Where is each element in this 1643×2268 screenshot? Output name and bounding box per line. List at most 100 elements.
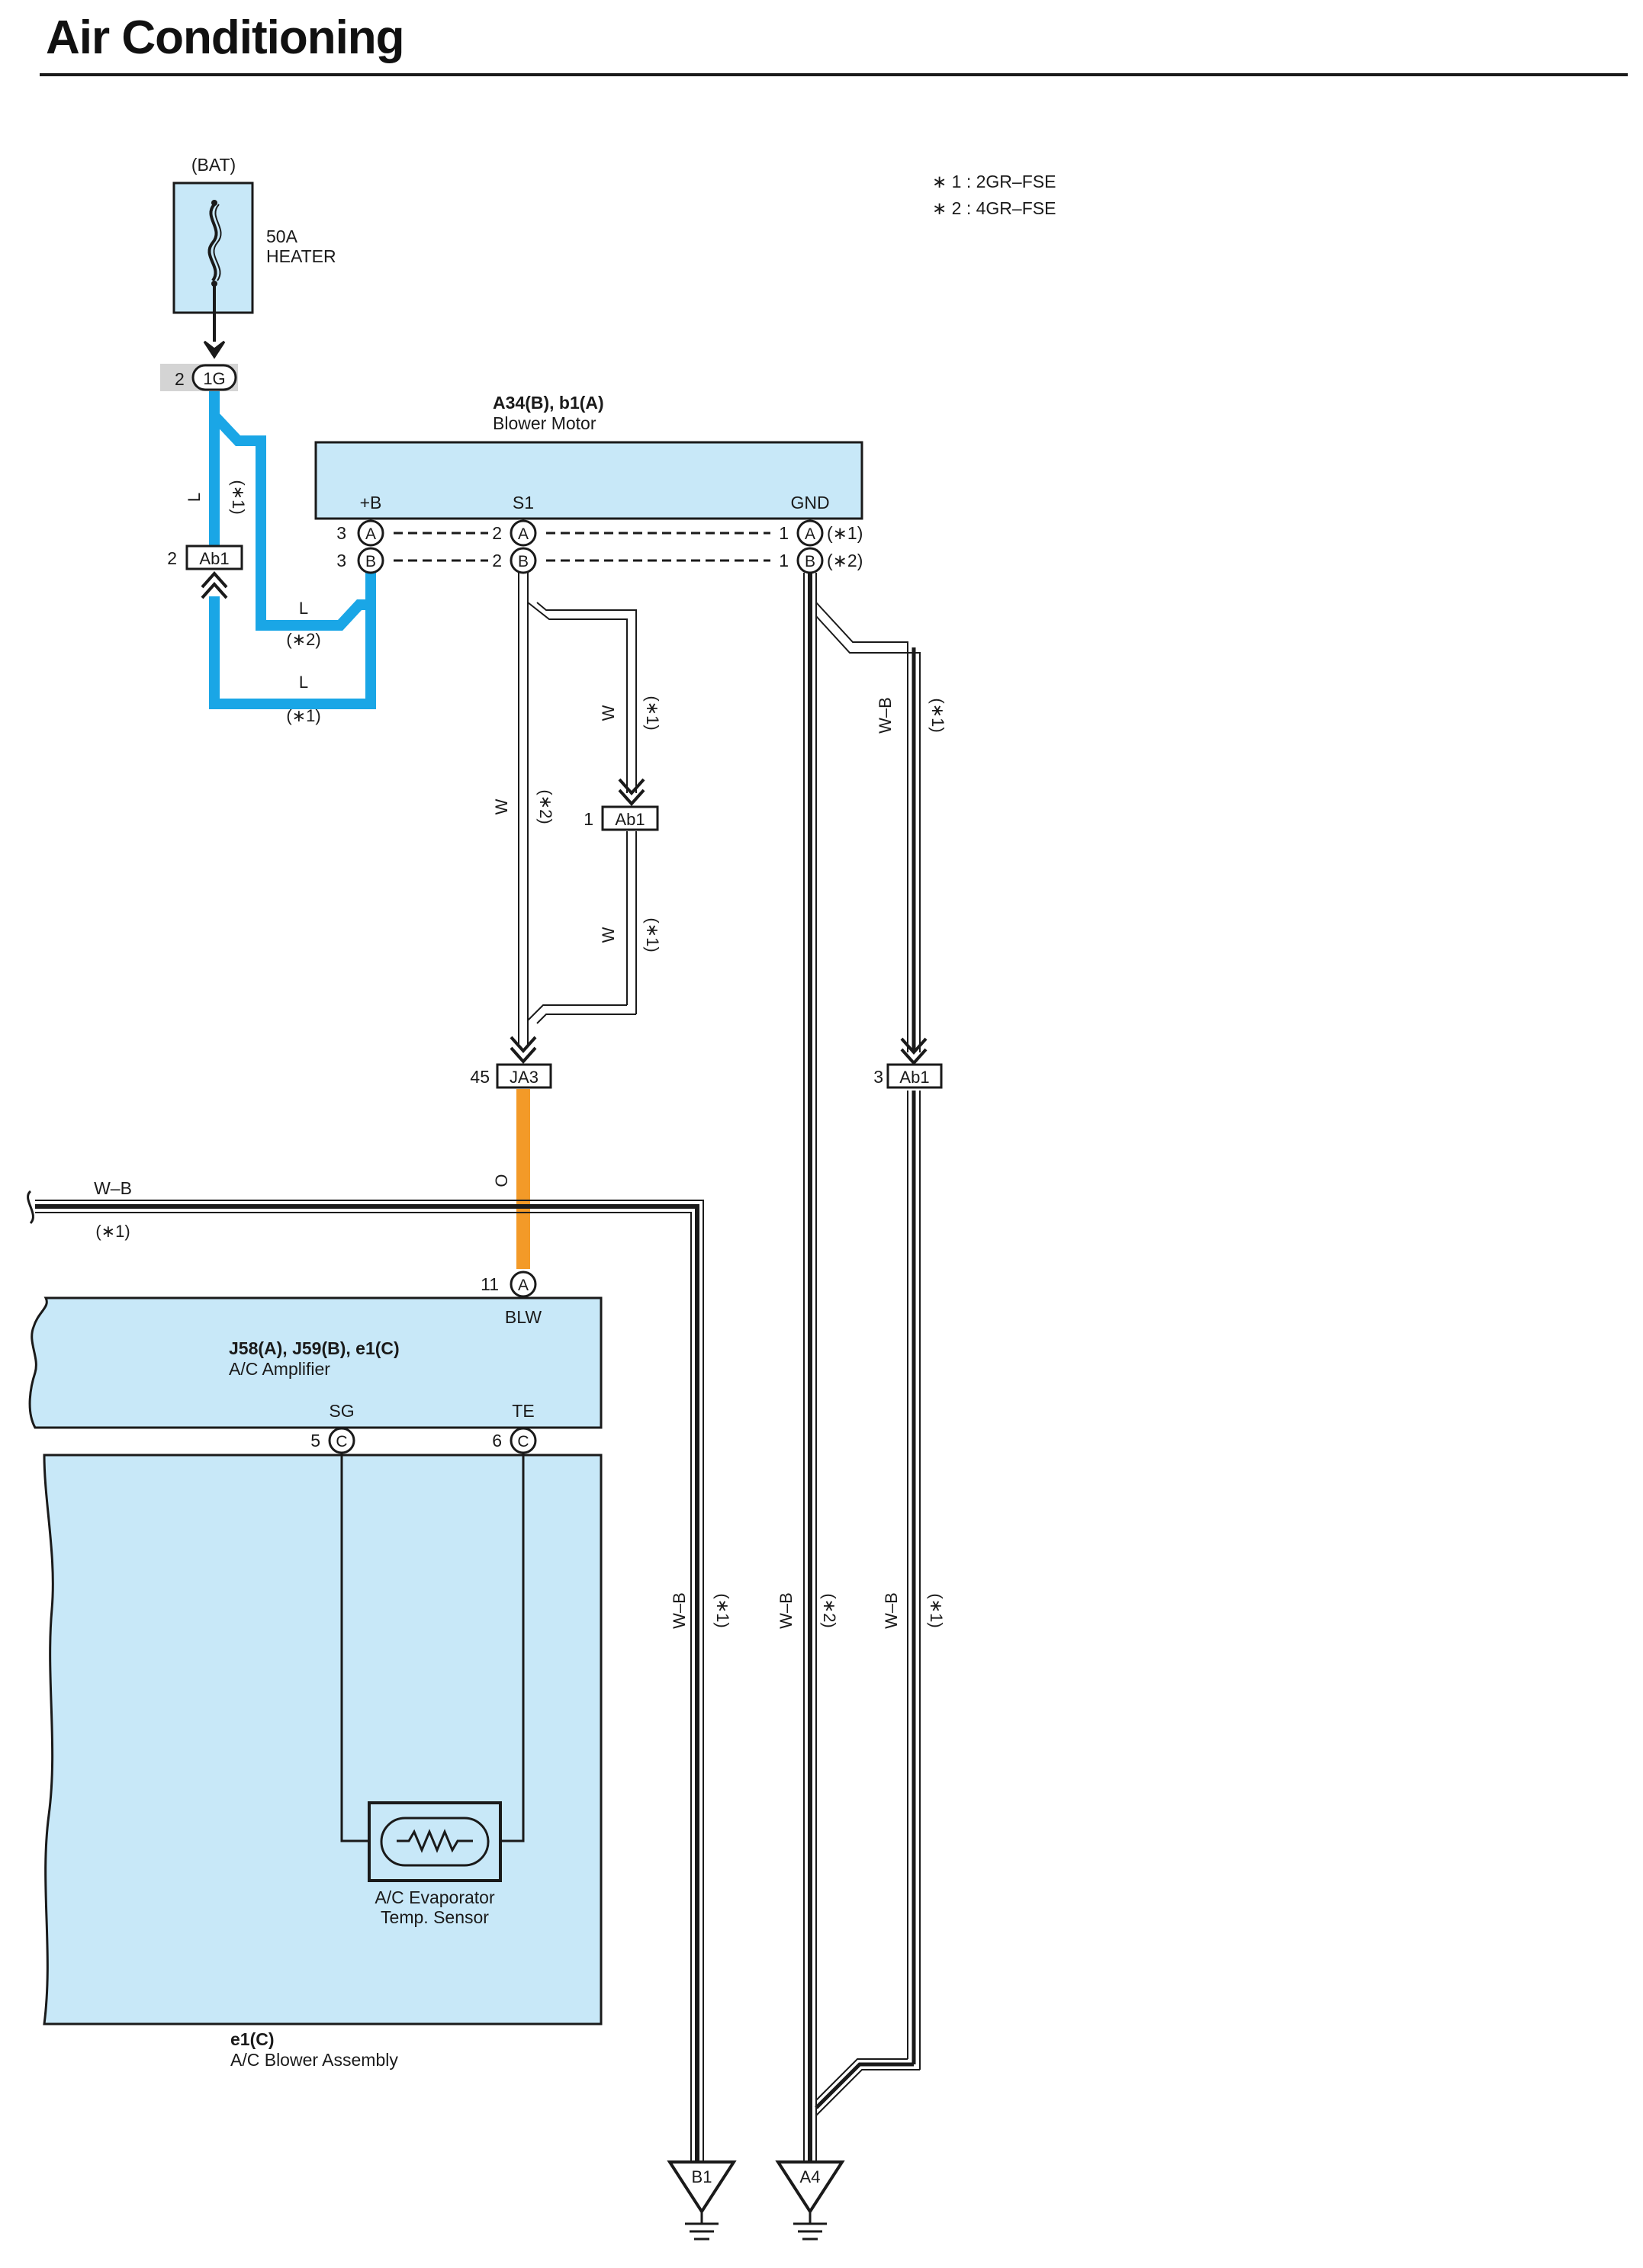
chevron-down-icon <box>510 1036 537 1065</box>
amplifier-te-label: TE <box>512 1401 534 1421</box>
wire-W-harness <box>518 573 637 1046</box>
wire-label-note-2: (∗2) <box>286 630 320 649</box>
junction-ab1-right-id: Ab1 <box>899 1068 929 1087</box>
wire-break-icon <box>27 1190 34 1225</box>
blower-motor-name: Blower Motor <box>493 413 596 433</box>
fuse-source-label: (BAT) <box>191 155 236 175</box>
fuse-icon-outline <box>213 204 222 281</box>
amplifier-sg-letter: C <box>336 1433 347 1450</box>
junction-ja3: 45 JA3 <box>470 1036 552 1089</box>
connector-1g-pin: 2 <box>175 369 185 389</box>
fuse-50a-heater: (BAT) 50A HEATER <box>172 155 336 314</box>
ground-b1-label: B1 <box>692 2167 712 2186</box>
ac-amplifier: 11 A BLW J58(A), J59(B), e1(C) A/C Ampli… <box>28 1271 603 1454</box>
blower-motor-code: A34(B), b1(A) <box>493 393 604 413</box>
terminal-label-s1: S1 <box>513 493 534 512</box>
junction-ab1-mid-pin: 1 <box>584 809 593 829</box>
junction-ab1-left: 2 Ab1 <box>167 545 243 599</box>
junction-ab1-mid-id: Ab1 <box>615 810 645 829</box>
wire-label-WB-a4-note: (∗2) <box>820 1593 839 1627</box>
connector-1g: 2 1G <box>160 364 238 391</box>
wire-label-L-2: L <box>299 599 308 618</box>
resistor-icon <box>397 1829 473 1853</box>
amplifier-name: A/C Amplifier <box>229 1359 330 1379</box>
junction-ja3-pin: 45 <box>470 1067 490 1087</box>
row-a-left-pin: 3 <box>336 523 346 543</box>
amplifier-blw-letter: A <box>518 1277 529 1294</box>
wire-label-L-1: L <box>299 673 308 692</box>
row-a-letter-left: A <box>365 525 376 543</box>
blower-motor: A34(B), b1(A) Blower Motor +B S1 GND 3 A… <box>314 393 863 574</box>
wire-label-WB-left-note: (∗1) <box>95 1222 130 1241</box>
junction-ab1-right: 3 Ab1 <box>873 1037 943 1089</box>
amplifier-sg-pin: 5 <box>310 1431 320 1450</box>
wire-label-W-1: W <box>599 705 618 721</box>
row-a-mid-pin: 2 <box>492 523 502 543</box>
wire-label-WB-b1-note: (∗1) <box>713 1593 732 1627</box>
amplifier-code: J58(A), J59(B), e1(C) <box>229 1338 400 1358</box>
page-title: Air Conditioning <box>46 11 405 64</box>
wire-label-W-3: W <box>599 927 618 943</box>
row-a-note: (∗1) <box>827 523 863 543</box>
fuse-rating: 50A <box>266 226 298 246</box>
wire-label-W-2: W <box>492 798 511 814</box>
sensor-label-2: Temp. Sensor <box>381 1907 489 1927</box>
wire-label-WB-right-top: W–B <box>876 697 895 734</box>
wire-label-WB-right-bottom-note: (∗1) <box>927 1593 946 1627</box>
amplifier-te-pin: 6 <box>492 1431 502 1450</box>
wire-label-WB-right-top-note: (∗1) <box>928 698 947 732</box>
fuse-icon <box>207 203 218 282</box>
legend-note-1: ∗ 1 : 2GR–FSE <box>932 172 1056 191</box>
arrow-down-icon <box>203 340 226 359</box>
ground-a4: A4 <box>775 2160 845 2241</box>
wire-WB-harness <box>27 573 921 2162</box>
wire-label-WB-b1: W–B <box>670 1592 689 1629</box>
junction-ab1-right-pin: 3 <box>873 1067 883 1087</box>
amplifier-blw-pin: 11 <box>481 1274 499 1294</box>
row-b-note: (∗2) <box>827 551 863 570</box>
wire-label-W-3-note: (∗1) <box>643 917 662 952</box>
chevron-down-icon <box>618 778 645 807</box>
assembly-name: A/C Blower Assembly <box>230 2050 398 2070</box>
amplifier-te-letter: C <box>517 1433 529 1450</box>
ground-b1: B1 <box>667 2160 737 2241</box>
wire-label-WB-a4: W–B <box>776 1592 796 1629</box>
row-b-letter-mid: B <box>518 553 529 570</box>
wire-label-W-1-note: (∗1) <box>643 695 662 730</box>
wire-label-WB-right-bottom: W–B <box>882 1592 901 1629</box>
assembly-code: e1(C) <box>230 2029 275 2049</box>
blower-motor-box <box>314 441 863 520</box>
amplifier-blw-label: BLW <box>505 1307 542 1327</box>
sensor-label-1: A/C Evaporator <box>375 1887 495 1907</box>
connector-1g-id: 1G <box>203 369 225 388</box>
amplifier-box <box>28 1296 603 1429</box>
wire-label-L-v: L <box>185 493 204 502</box>
row-b-left-pin: 3 <box>336 551 346 570</box>
chevron-up-icon <box>201 570 228 599</box>
wire-label-O: O <box>492 1174 511 1187</box>
wire-label-W-2-note: (∗2) <box>536 789 555 824</box>
blower-assembly-box <box>43 1454 603 2025</box>
row-b-right-pin: 1 <box>779 551 789 570</box>
row-b-letter-right: B <box>805 553 815 570</box>
chevron-down-icon <box>900 1037 928 1066</box>
junction-ab1-left-pin: 2 <box>167 548 177 568</box>
junction-ja3-id: JA3 <box>510 1068 539 1087</box>
terminal-label-gnd: GND <box>790 493 829 512</box>
row-a-letter-mid: A <box>518 525 529 543</box>
junction-ab1-left-id: Ab1 <box>199 549 229 568</box>
wire-label-WB-left: W–B <box>94 1178 132 1198</box>
row-b-mid-pin: 2 <box>492 551 502 570</box>
row-b-letter-left: B <box>365 553 376 570</box>
legend-note-2: ∗ 2 : 4GR–FSE <box>932 198 1056 218</box>
wire-label-note-v: (∗1) <box>229 480 248 514</box>
wire-L-harness <box>209 391 376 709</box>
row-a-letter-right: A <box>805 525 815 543</box>
terminal-label-plus-b: +B <box>360 493 382 512</box>
ground-a4-label: A4 <box>800 2167 821 2186</box>
junction-ab1-mid: 1 Ab1 <box>584 778 659 831</box>
wire-label-note-1: (∗1) <box>286 706 320 725</box>
amplifier-sg-label: SG <box>329 1401 354 1421</box>
ac-blower-assembly: A/C Evaporator Temp. Sensor <box>43 1453 603 2025</box>
